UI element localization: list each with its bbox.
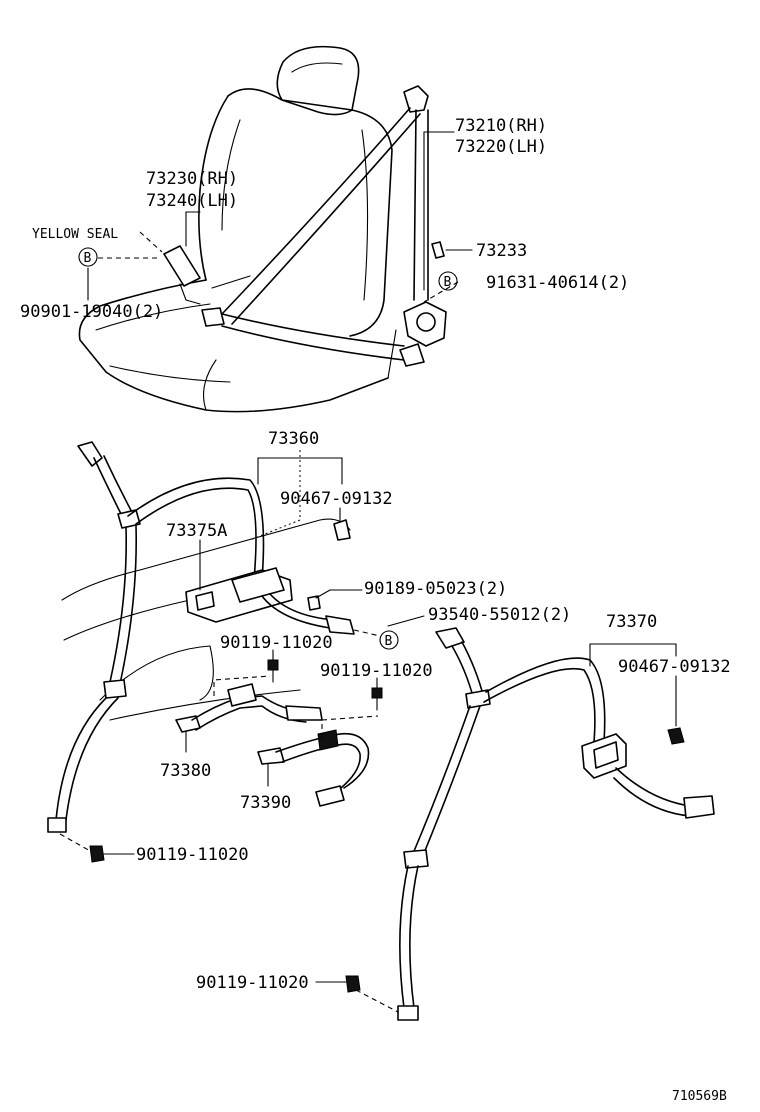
front-seat-illustration xyxy=(78,45,397,413)
rear-right-belt-assembly xyxy=(397,627,715,1021)
part-number-73370: 73370 xyxy=(606,612,657,632)
bolt-90119-11020-bottom xyxy=(315,975,399,1013)
top-leader-lines xyxy=(87,131,473,303)
svg-text:B: B xyxy=(84,251,92,266)
part-number-90119-11020-b: 90119-11020 xyxy=(320,661,433,681)
part-number-73360: 73360 xyxy=(268,429,319,449)
svg-text:B: B xyxy=(444,275,452,290)
part-number-73390: 73390 xyxy=(240,793,291,813)
part-number-73220-lh: 73220(LH) xyxy=(455,137,547,157)
middle-leader-lines xyxy=(185,457,677,787)
part-number-93540-55012: 93540-55012(2) xyxy=(428,605,571,625)
part-number-91631-40614: 91631-40614(2) xyxy=(486,273,629,293)
part-number-90119-11020-c: 90119-11020 xyxy=(136,845,249,865)
reference-marker-b: B xyxy=(379,630,399,650)
part-number-90467-09132-right: 90467-09132 xyxy=(618,657,731,677)
rear-center-buckles xyxy=(175,659,383,807)
part-number-73375a: 73375A xyxy=(166,521,227,541)
reference-marker-b: B xyxy=(78,247,98,267)
drawing-number: 710569B xyxy=(672,1089,727,1104)
part-number-90119-11020-a: 90119-11020 xyxy=(220,633,333,653)
part-number-73380: 73380 xyxy=(160,761,211,781)
part-number-73230-rh: 73230(RH) xyxy=(146,169,238,189)
part-number-90189-05023: 90189-05023(2) xyxy=(364,579,507,599)
reference-marker-b: B xyxy=(438,271,458,291)
rear-left-belt-assembly xyxy=(47,441,355,833)
yellow-seal-label: YELLOW SEAL xyxy=(32,227,118,242)
part-number-73233: 73233 xyxy=(476,241,527,261)
part-number-90119-11020-d: 90119-11020 xyxy=(196,973,309,993)
bolt-90119-11020-left xyxy=(59,833,135,863)
part-number-90467-09132-left: 90467-09132 xyxy=(280,489,393,509)
part-number-73210-rh: 73210(RH) xyxy=(455,116,547,136)
part-number-90901-19040: 90901-19040(2) xyxy=(20,302,163,322)
part-number-73240-lh: 73240(LH) xyxy=(146,191,238,211)
svg-text:B: B xyxy=(385,634,393,649)
front-seat-belt-assembly xyxy=(163,85,447,367)
